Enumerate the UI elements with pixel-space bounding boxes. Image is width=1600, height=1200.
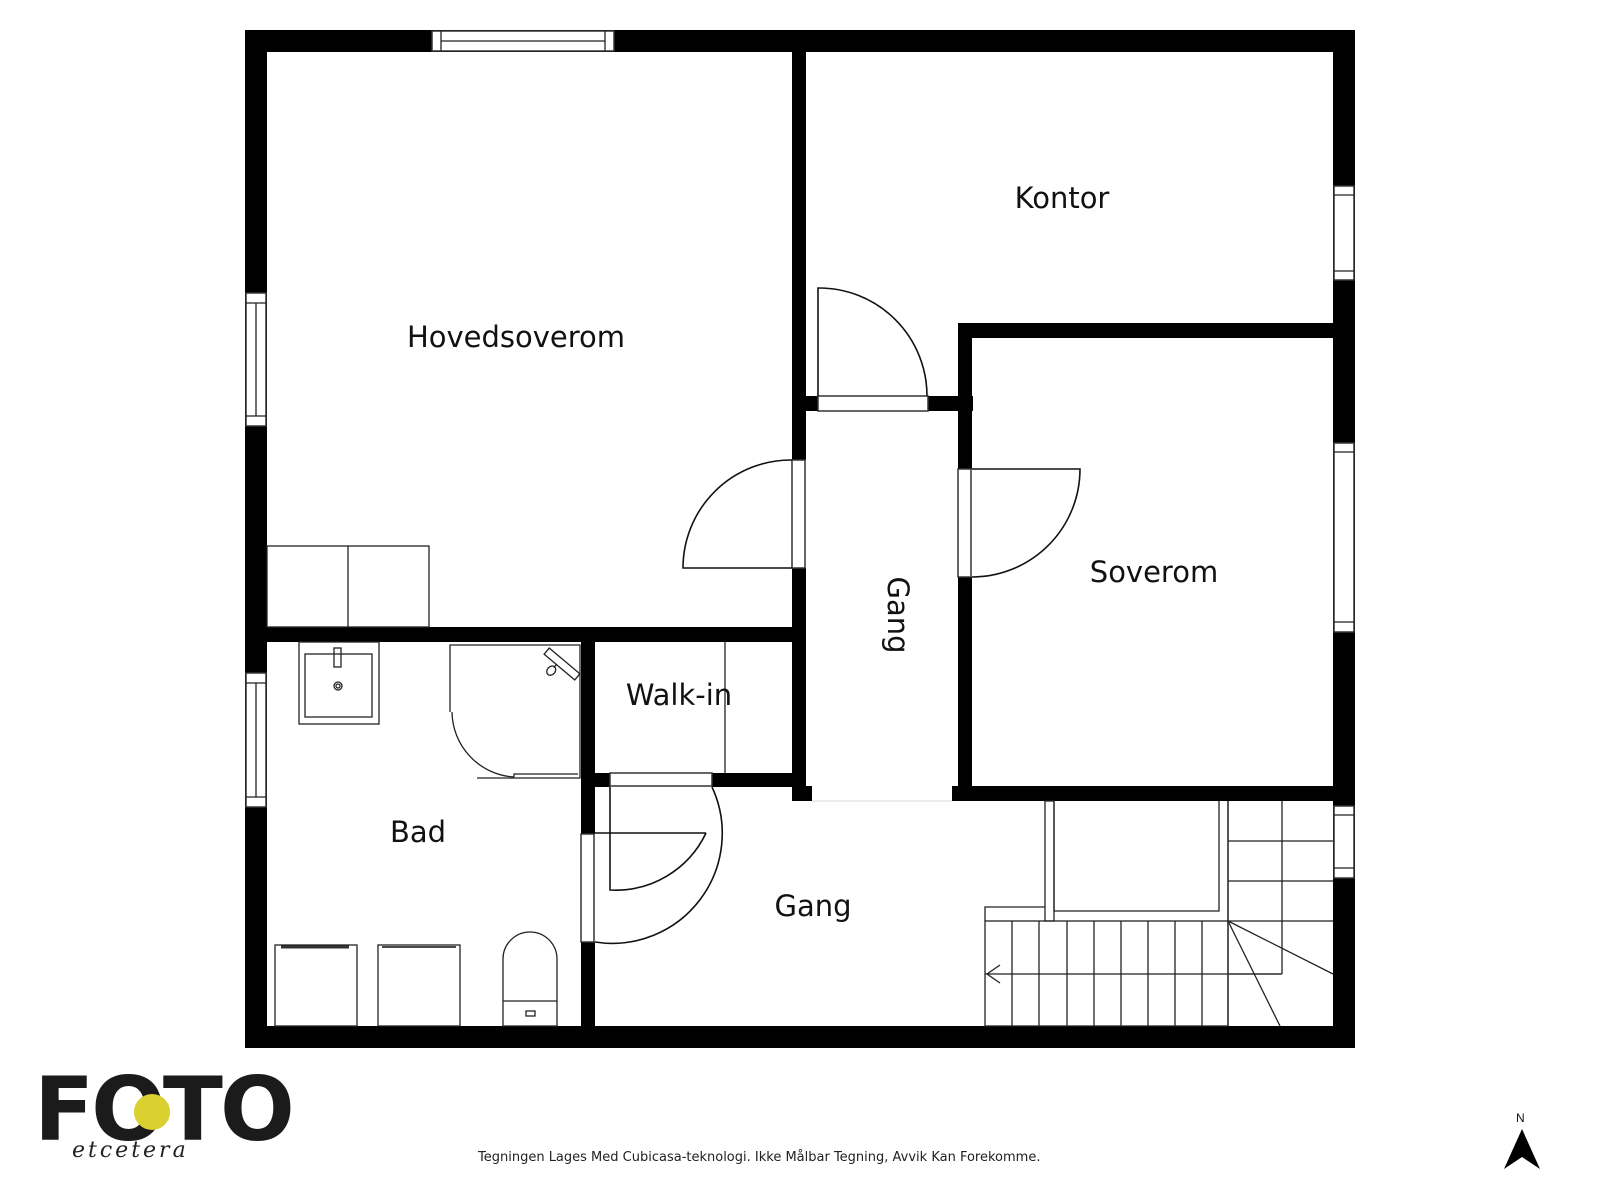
room-label-hovedsoverom: Hovedsoverom bbox=[407, 320, 625, 354]
room-label-walk-in: Walk-in bbox=[626, 678, 732, 712]
wardrobe bbox=[266, 545, 430, 628]
windows bbox=[245, 30, 1355, 879]
room-labels: HovedsoveromKontorSoveromGangWalk-inBadG… bbox=[390, 181, 1218, 923]
brand-logo: FOTO etcetera bbox=[34, 1066, 295, 1166]
staircase bbox=[984, 800, 1334, 1027]
window-right-soverom bbox=[1333, 442, 1355, 633]
room-label-gang-lower: Gang bbox=[774, 889, 851, 923]
window-right-stairs bbox=[1333, 805, 1355, 879]
door-walk-in bbox=[595, 772, 713, 891]
window-right-kontor bbox=[1333, 185, 1355, 281]
dryer-icon bbox=[377, 944, 461, 1027]
door-bad bbox=[580, 786, 724, 945]
window-left-lower bbox=[245, 672, 267, 808]
disclaimer-text: Tegningen Lages Med Cubicasa-teknologi. … bbox=[478, 1150, 1041, 1165]
shower-icon bbox=[449, 644, 581, 779]
doors bbox=[580, 287, 1081, 945]
fixtures bbox=[266, 545, 726, 1027]
north-label: N bbox=[1516, 1111, 1525, 1125]
room-label-soverom: Soverom bbox=[1090, 555, 1218, 589]
door-hovedsoverom bbox=[682, 459, 806, 569]
door-soverom bbox=[957, 468, 1081, 578]
compass: N bbox=[1504, 1111, 1556, 1181]
logo-script: etcetera bbox=[72, 1138, 189, 1163]
room-label-kontor: Kontor bbox=[1015, 181, 1110, 215]
north-arrow-icon bbox=[1504, 1129, 1540, 1169]
room-label-gang-vertical: Gang bbox=[881, 576, 915, 653]
logo-dot bbox=[134, 1094, 170, 1130]
window-top bbox=[431, 30, 615, 52]
toilet-icon bbox=[502, 931, 558, 1027]
sink-icon bbox=[298, 641, 380, 725]
door-kontor bbox=[817, 287, 929, 412]
washing-machine-icon bbox=[274, 944, 358, 1027]
window-left-upper bbox=[245, 292, 267, 427]
room-label-bad: Bad bbox=[390, 815, 446, 849]
